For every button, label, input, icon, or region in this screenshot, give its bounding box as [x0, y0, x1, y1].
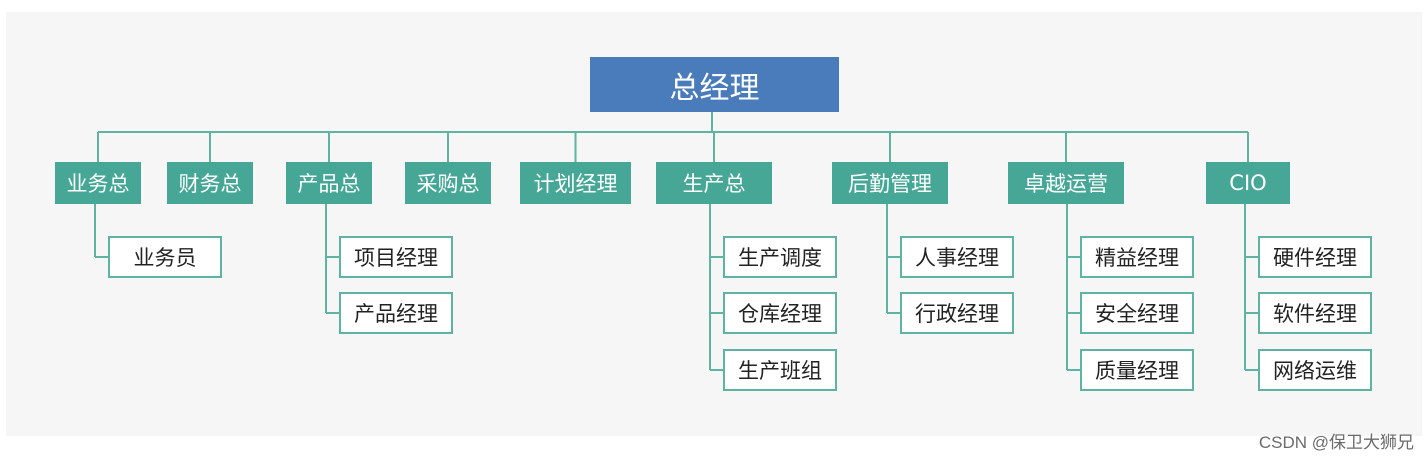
position-node: 项目经理 — [339, 236, 453, 278]
position-node: 质量经理 — [1080, 349, 1194, 391]
position-node: 人事经理 — [900, 236, 1014, 278]
department-node: 财务总 — [167, 162, 253, 204]
position-node: 生产调度 — [723, 236, 837, 278]
root-node: 总经理 — [590, 57, 839, 112]
department-node: CIO — [1206, 162, 1290, 204]
department-node: 采购总 — [405, 162, 491, 204]
position-node: 精益经理 — [1080, 236, 1194, 278]
department-node: 后勤管理 — [832, 162, 948, 204]
department-node: 产品总 — [286, 162, 372, 204]
position-node: 软件经理 — [1258, 292, 1372, 334]
position-node: 业务员 — [108, 236, 222, 278]
position-node: 行政经理 — [900, 292, 1014, 334]
position-node: 网络运维 — [1258, 349, 1372, 391]
watermark: CSDN @保卫大狮兄 — [1258, 433, 1414, 452]
department-node: 业务总 — [55, 162, 141, 204]
position-node: 生产班组 — [723, 349, 837, 391]
department-node: 生产总 — [656, 162, 772, 204]
department-node: 卓越运营 — [1008, 162, 1124, 204]
position-node: 仓库经理 — [723, 292, 837, 334]
department-node: 计划经理 — [520, 162, 631, 204]
position-node: 硬件经理 — [1258, 236, 1372, 278]
position-node: 产品经理 — [339, 292, 453, 334]
position-node: 安全经理 — [1080, 292, 1194, 334]
